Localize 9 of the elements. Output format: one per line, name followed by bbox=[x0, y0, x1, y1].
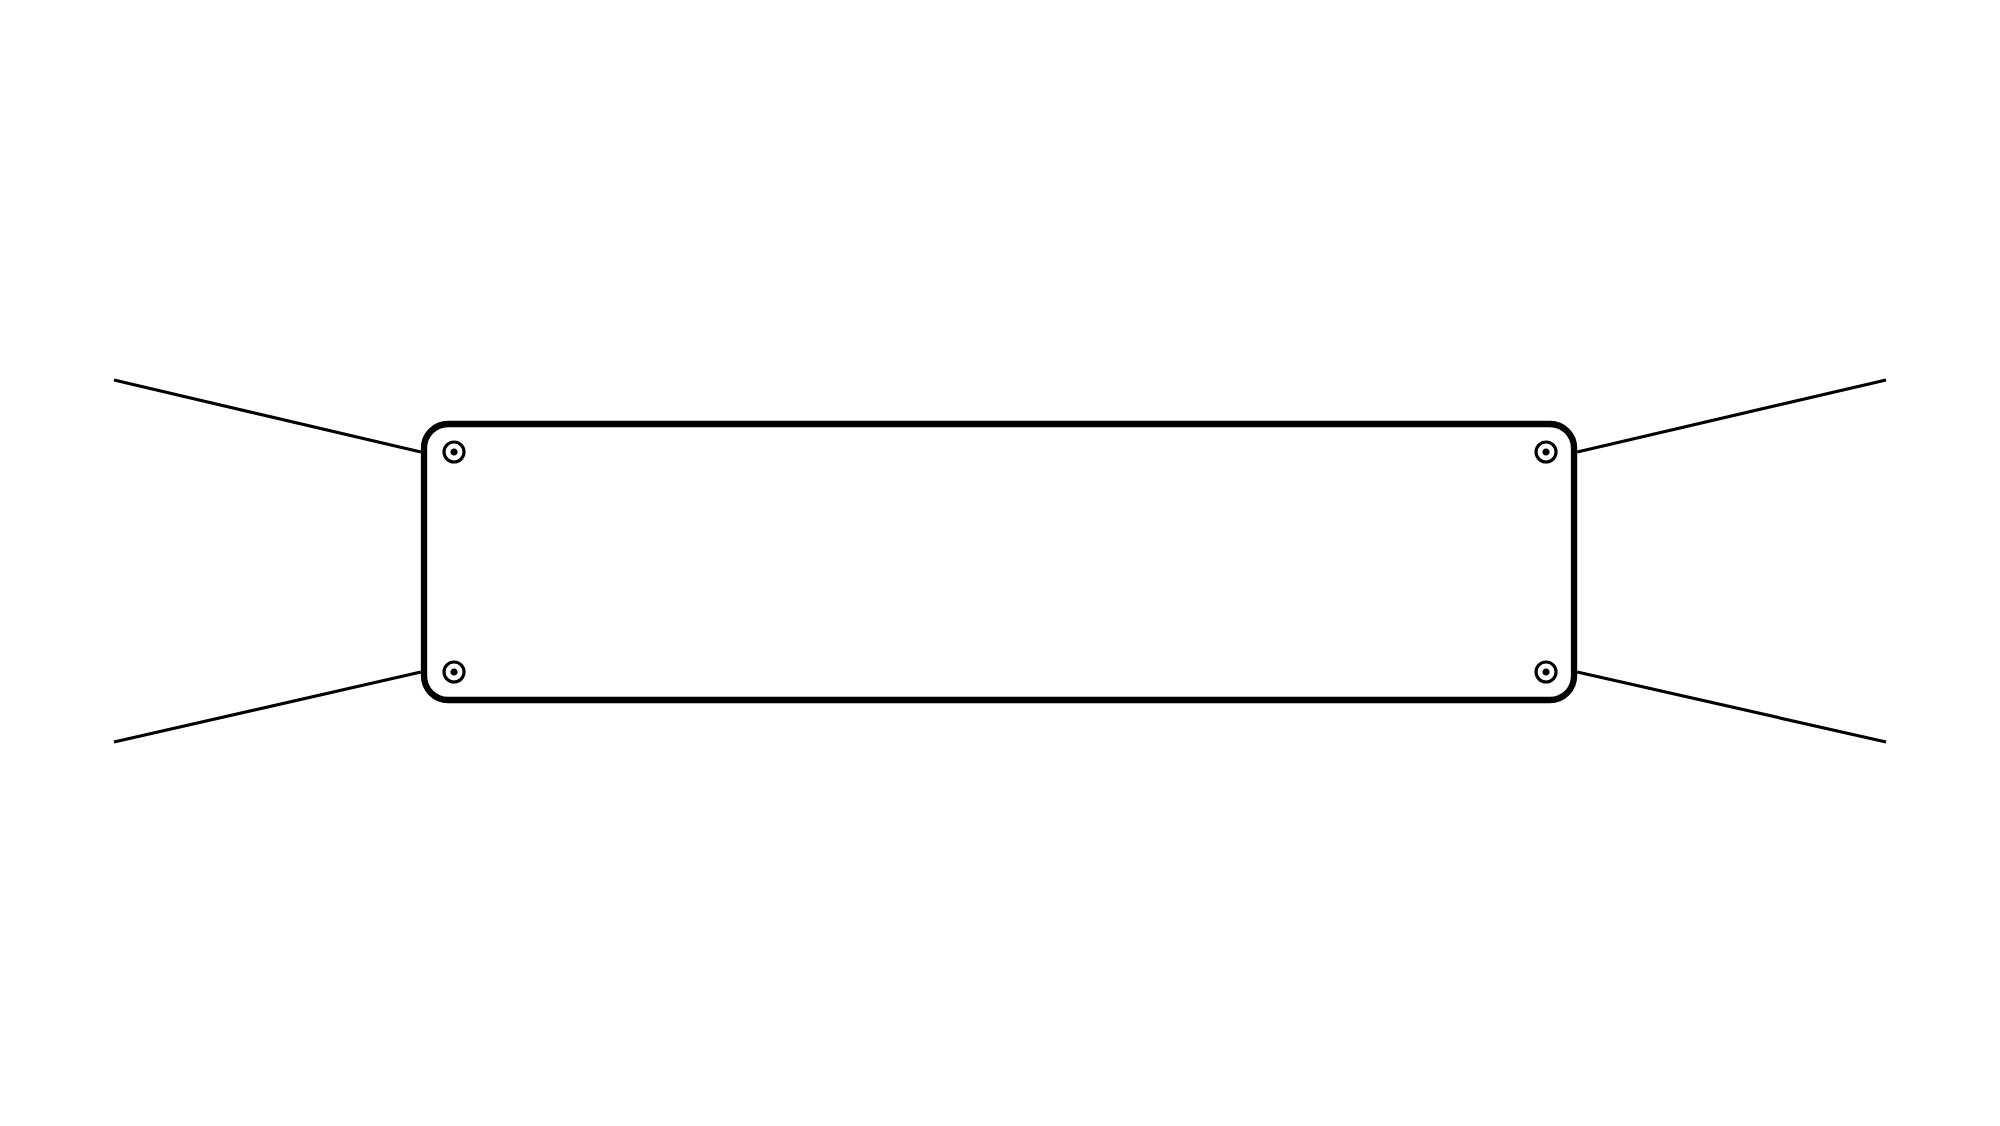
rope bbox=[1576, 378, 1887, 454]
grommet bbox=[442, 440, 466, 464]
rope bbox=[1576, 670, 1887, 744]
grommet bbox=[1534, 440, 1558, 464]
grommet bbox=[1534, 660, 1558, 684]
rope bbox=[113, 378, 422, 454]
grommet bbox=[442, 660, 466, 684]
banner bbox=[420, 420, 1578, 704]
rope bbox=[113, 670, 422, 744]
